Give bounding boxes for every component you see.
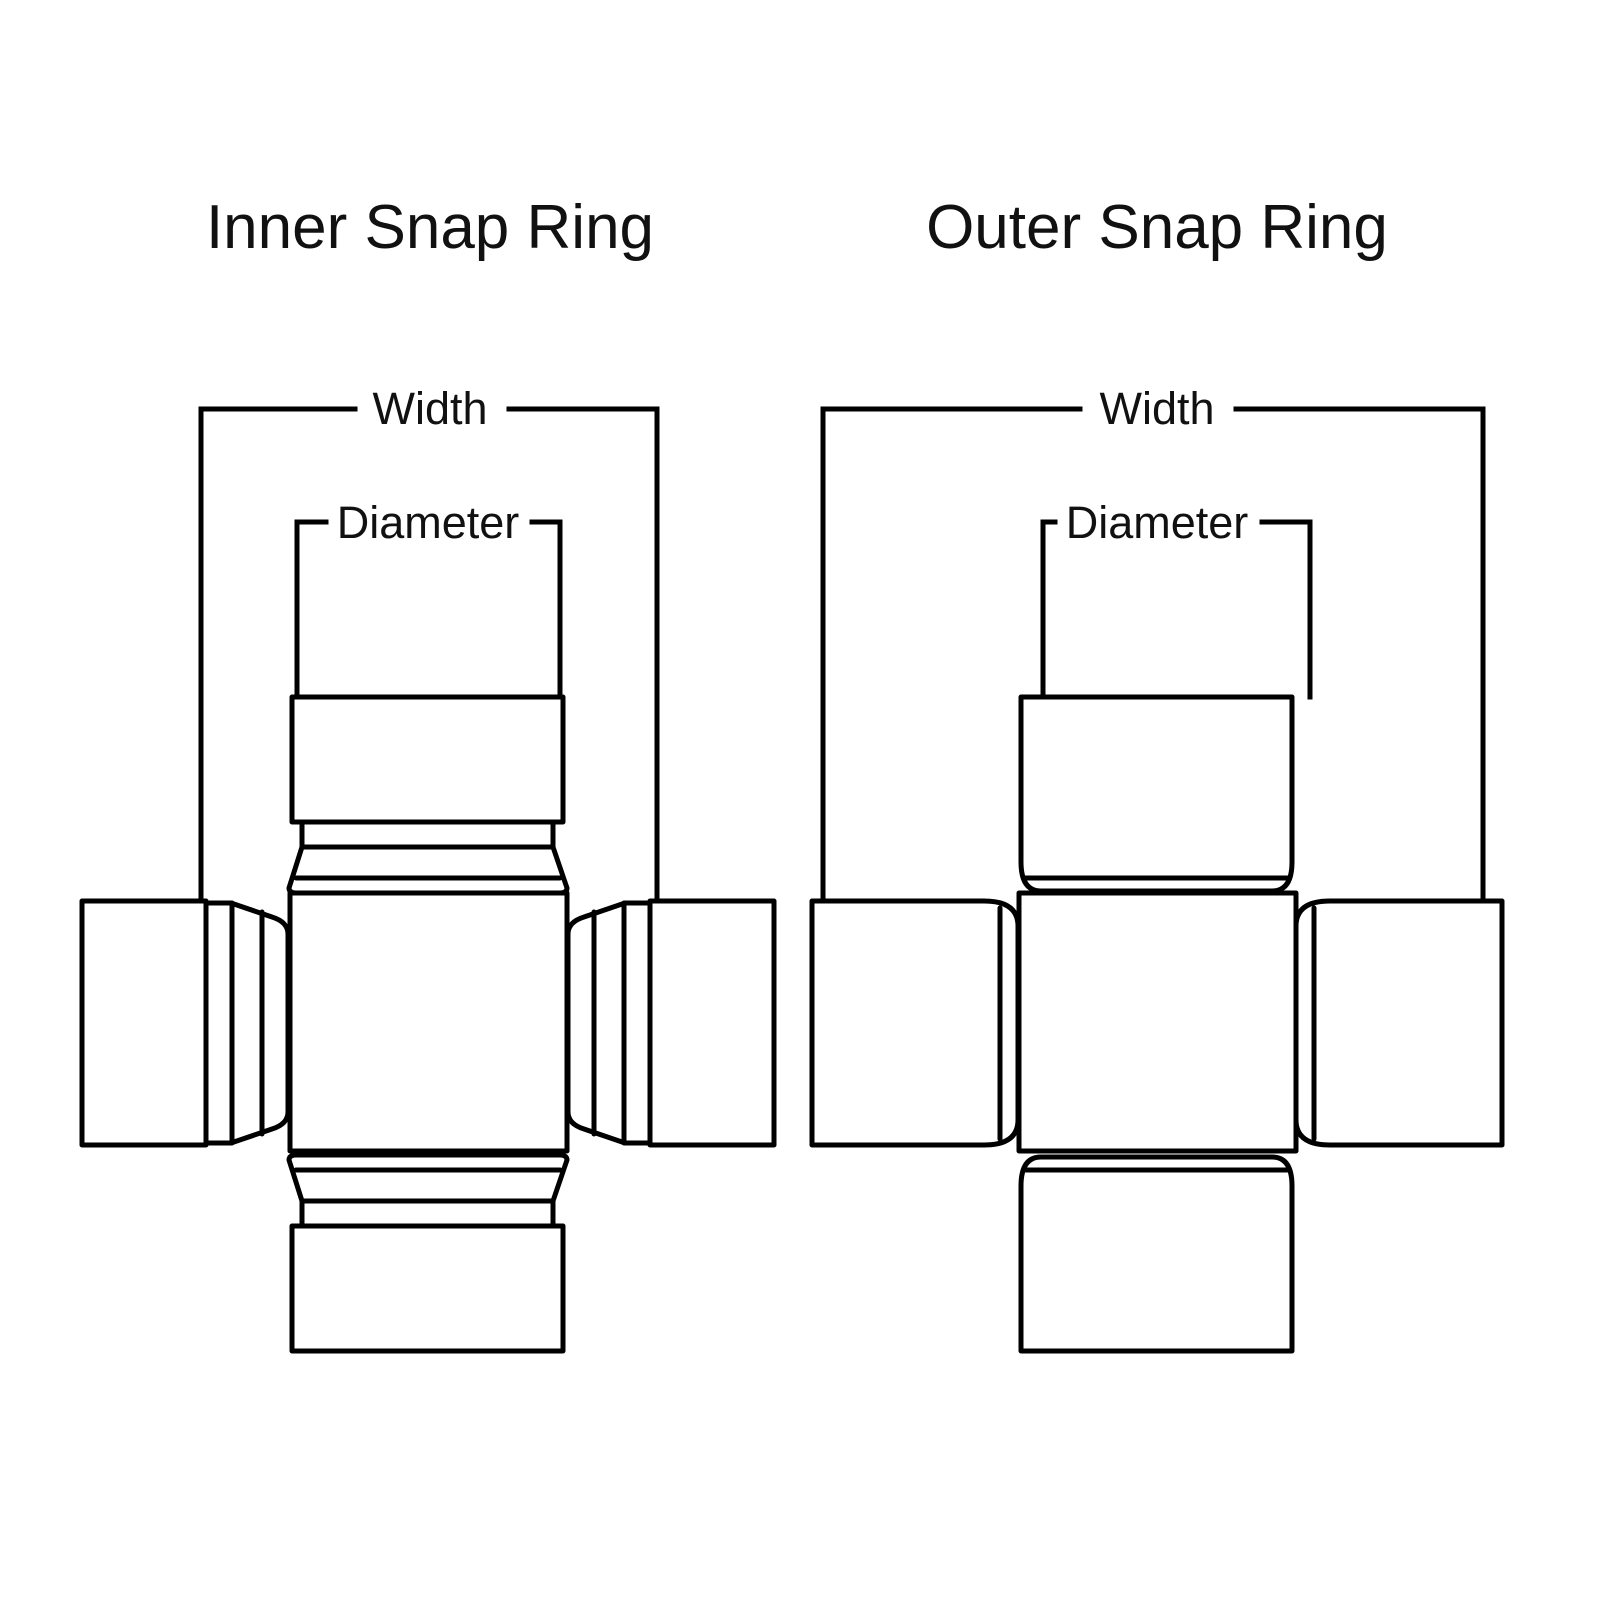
dimension-diameter-outer: Diameter [1040, 497, 1313, 700]
center-cross-block-inner [287, 890, 570, 1154]
bottom-cap-body-outer [1018, 1154, 1295, 1354]
right-arm-groove-band-inner [621, 900, 654, 1146]
bottom-bearing-cap-outer [1018, 1154, 1295, 1354]
right-arm-inner [565, 898, 777, 1148]
width-dim-right-bracket-inner [506, 406, 660, 908]
width-dim-right-bracket-outer [1233, 406, 1486, 908]
top-bearing-cap-outer [1018, 694, 1295, 894]
top-cap-groove-band-inner [299, 818, 556, 850]
diameter-dim-right-bracket-outer [1259, 519, 1313, 700]
bottom-cap-flare-inner [286, 1152, 570, 1204]
left-arm-inner [79, 898, 291, 1148]
panel-title-inner: Inner Snap Ring [206, 193, 654, 262]
width-dim-left-bracket-inner [198, 406, 358, 908]
diameter-dim-label-outer: Diameter [1066, 497, 1249, 548]
diameter-dim-right-bracket-inner [529, 519, 563, 700]
left-arm-groove-band-inner [202, 900, 235, 1146]
left-arm-body-outer [809, 898, 1021, 1148]
bottom-bearing-cap-inner [286, 1152, 570, 1354]
top-bearing-cap-inner [286, 694, 570, 896]
top-cap-body-outer [1018, 694, 1295, 894]
diameter-dim-label-inner: Diameter [337, 497, 520, 548]
center-cross-block-outer [1016, 890, 1299, 1154]
width-dim-label-outer: Width [1099, 383, 1214, 434]
right-arm-outer [1293, 898, 1505, 1148]
diameter-dim-left-bracket-outer [1040, 519, 1058, 700]
top-cap-body-inner [289, 694, 566, 825]
dimension-diameter-inner: Diameter [294, 497, 563, 700]
panel-outer-snap-ring: Outer Snap Ring Width Diameter [809, 193, 1505, 1354]
right-arm-body-outer [1293, 898, 1505, 1148]
bottom-cap-body-inner [289, 1223, 566, 1354]
top-cap-flare-inner [286, 844, 570, 896]
diameter-dim-left-bracket-inner [294, 519, 329, 700]
right-arm-body-inner [647, 898, 777, 1148]
left-arm-outer [809, 898, 1021, 1148]
bottom-cap-groove-band-inner [299, 1198, 556, 1230]
left-arm-body-inner [79, 898, 209, 1148]
dimension-width-outer: Width [820, 383, 1486, 908]
width-dim-label-inner: Width [372, 383, 487, 434]
panel-inner-snap-ring: Inner Snap Ring Width Diameter [79, 193, 777, 1354]
width-dim-left-bracket-outer [820, 406, 1083, 908]
dimension-width-inner: Width [198, 383, 660, 908]
panel-title-outer: Outer Snap Ring [926, 193, 1388, 262]
